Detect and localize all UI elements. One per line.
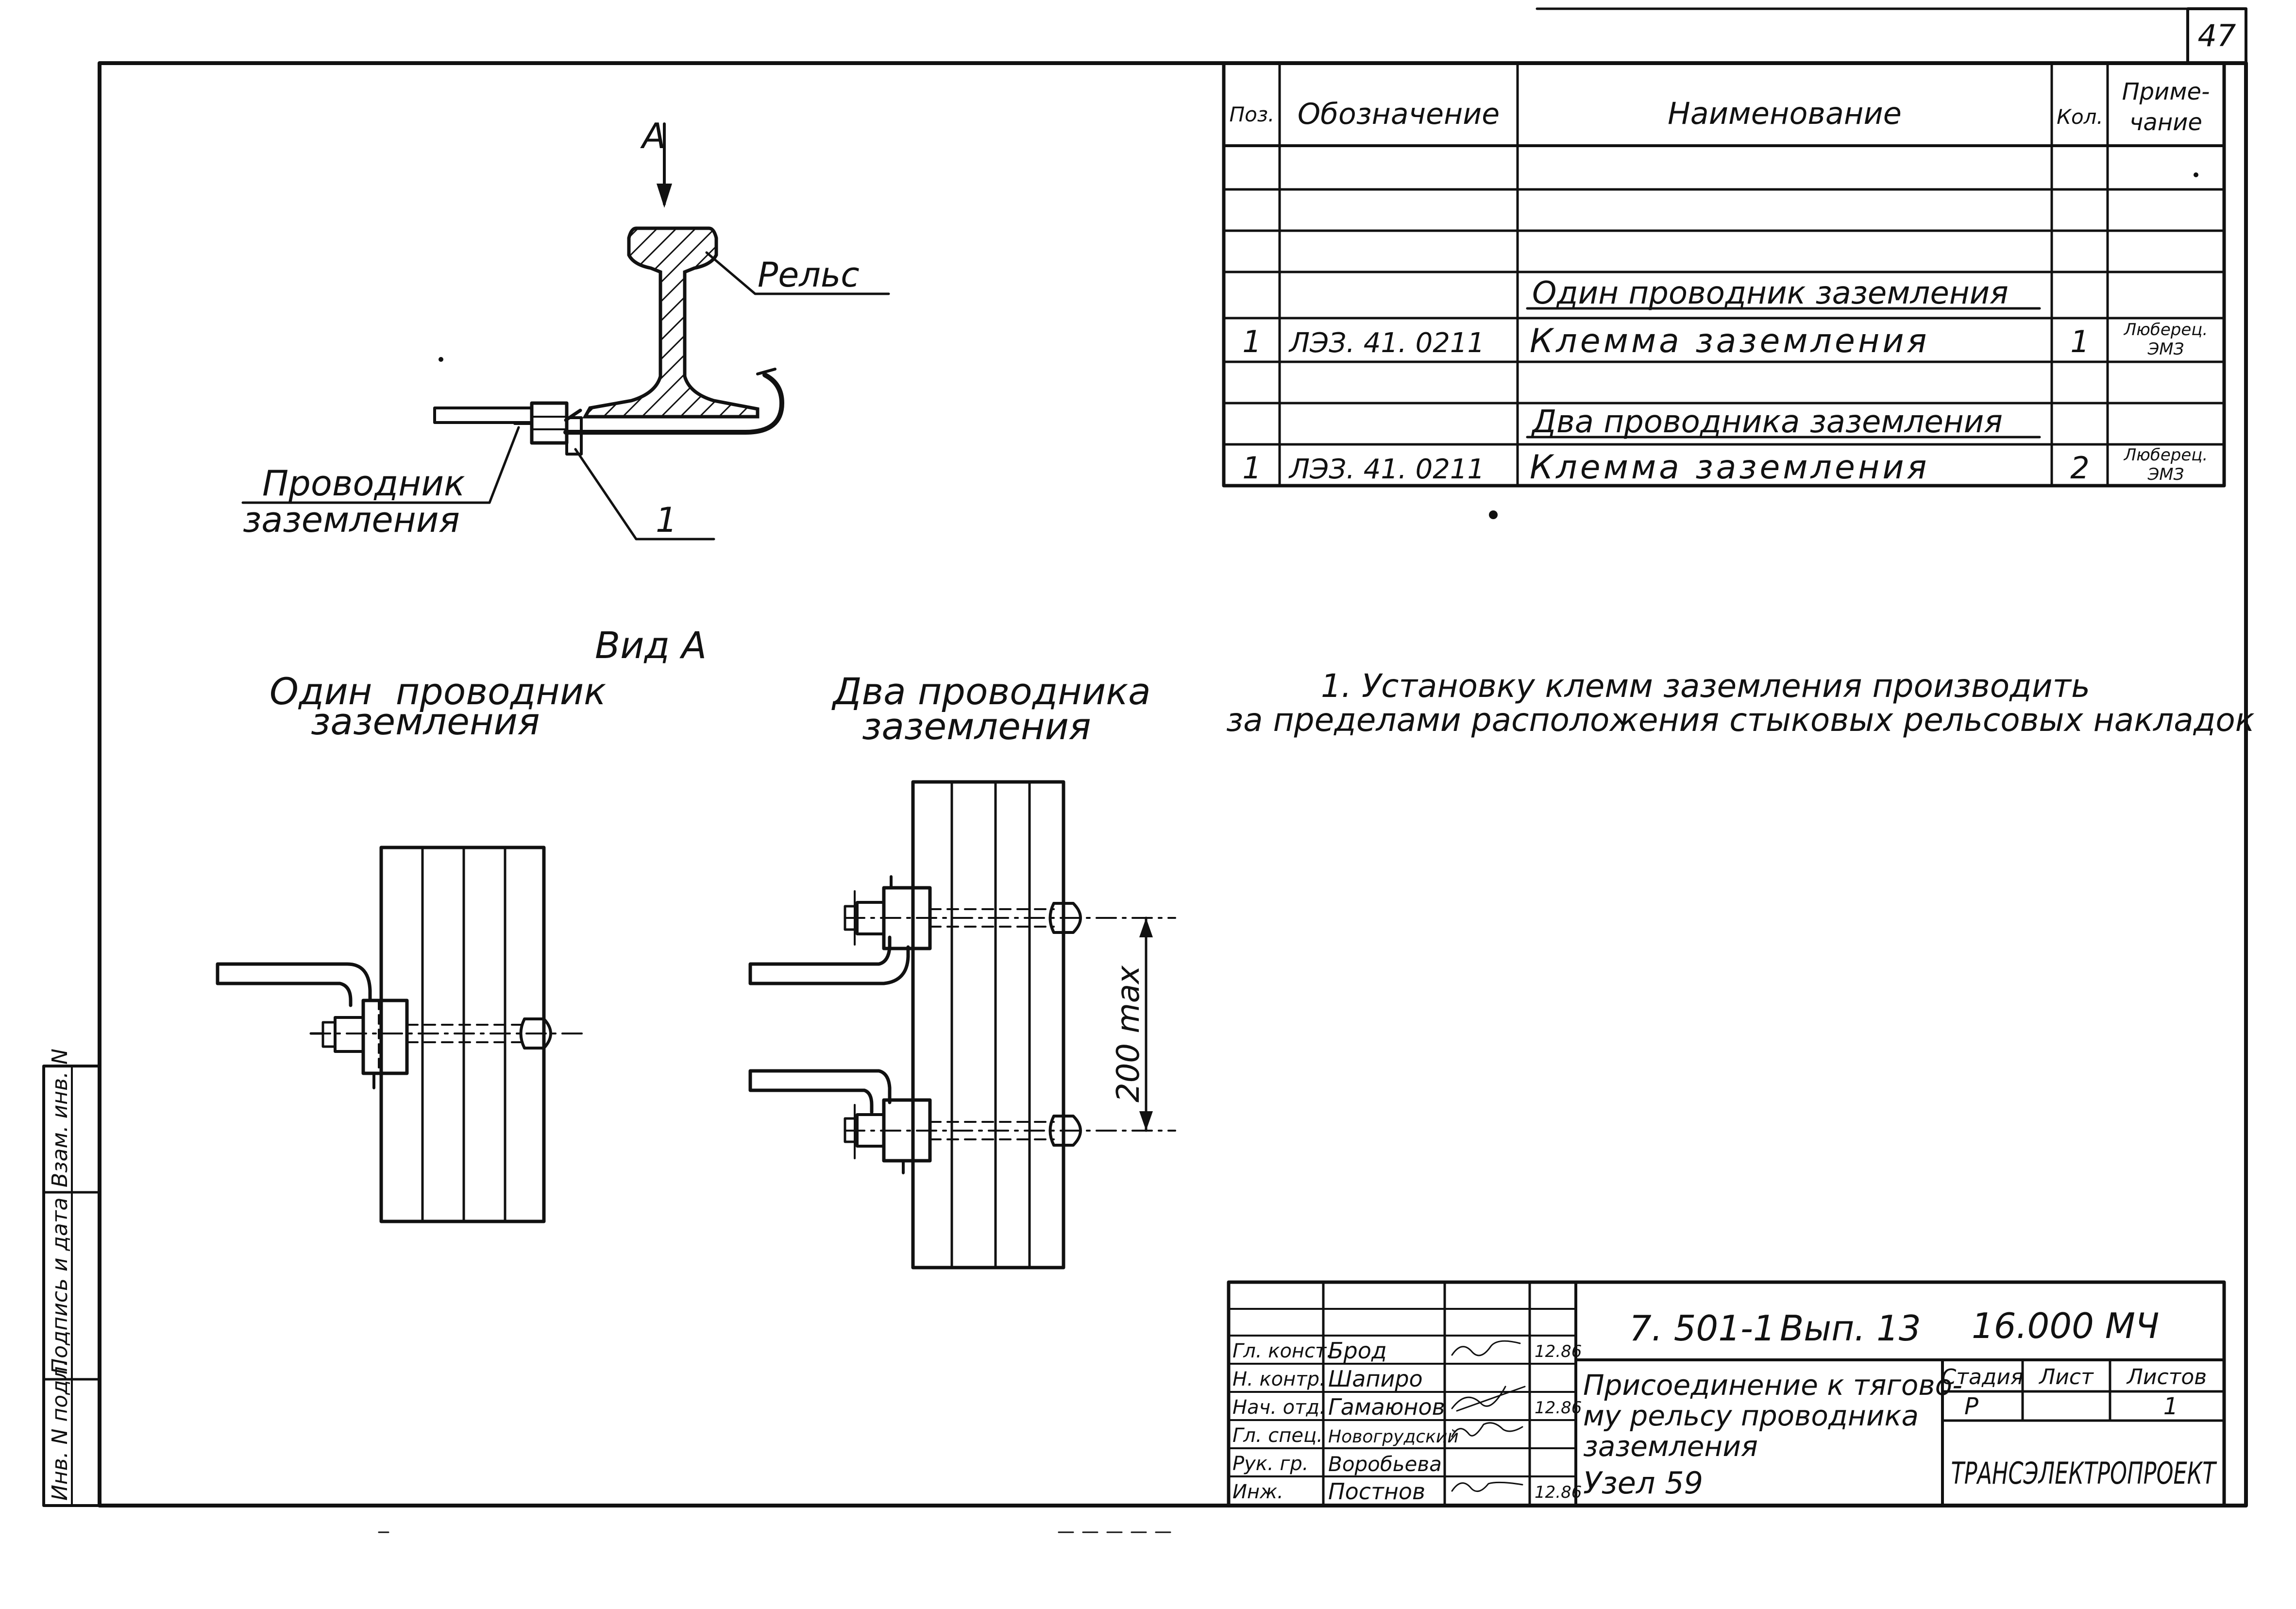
row1-designation: ЛЭЗ. 41. 0211 [1288,327,1485,359]
view-arrow-label: А [640,116,666,156]
view-a-title: Вид А [595,624,707,667]
sig4-name: Новогрудский [1328,1427,1459,1447]
scan-specks [378,172,2198,1533]
header-name: Наименование [1668,96,1902,131]
row2-note-line2: ЭМЗ [2147,465,2184,484]
title-line1: Присоединение к тягово- [1583,1369,1962,1402]
header-designation: Обозначение [1298,97,1500,131]
row1-note-line2: ЭМЗ [2147,339,2184,359]
title-line3: заземления [1583,1430,1758,1463]
header-qty: Кол. [2057,105,2103,129]
side-stamp-inv-number: Инв. N подл. [48,1359,72,1501]
header-pos: Поз. [1230,102,1275,126]
sig1-date: 12.86 [1535,1342,1582,1361]
sig5-role: Рук. гр. [1232,1453,1309,1475]
sig5-name: Воробьева [1328,1452,1442,1476]
sig2-name: Шапиро [1328,1366,1423,1392]
node-label: Узел 59 [1583,1465,1703,1501]
row1-name: Клемма заземления [1530,322,1929,360]
side-stamp-replace-inv: Взам. инв. N [48,1049,72,1187]
double-conductor-caption-line1: Два проводника [831,670,1151,713]
conductor-label-line1: Проводник [262,463,465,504]
sig6-role: Инж. [1232,1481,1283,1503]
sig1-role: Гл. конст. [1232,1340,1333,1362]
sig3-role: Нач. отд. [1232,1396,1326,1419]
sig6-date: 12.86 [1535,1483,1582,1502]
single-conductor-caption-line1: Один проводник [270,670,606,713]
row2-qty: 2 [2070,450,2089,486]
stage-header: Стадия [1941,1365,2024,1389]
rail-label: Рельс [758,255,860,295]
row1-note-line1: Люберец. [2123,320,2208,339]
organization-name: ТРАНСЭЛЕКТРОПРОЕКТ [1951,1456,2217,1491]
doc-mark-code: 16.000 МЧ [1972,1305,2159,1346]
note-line2: за пределами расположения стыковых рельс… [1226,701,2255,739]
sig6-name: Постнов [1328,1478,1425,1505]
double-conductor-caption-line2: заземления [862,705,1091,748]
single-conductor-view [216,846,589,1223]
dimension-label: 200 max [1111,965,1147,1102]
view-arrow-icon [657,184,672,208]
sig1-name: Брод [1328,1338,1387,1364]
section1-title: Один проводник заземления [1532,275,2009,311]
sig3-date: 12.86 [1535,1398,1582,1418]
sig3-name: Гамаюнов [1328,1394,1445,1420]
double-conductor-view: 200 max [748,780,1176,1270]
title-line2: му рельсу проводника [1583,1399,1919,1432]
stage-value: Р [1964,1393,1978,1420]
sheets-header: Листов [2126,1365,2207,1389]
rail-section-view: А Рельс Проводник заземления 1 [241,116,890,541]
single-conductor-caption-line2: заземления [311,700,540,743]
sheet-number: 47 [2198,18,2236,53]
sig2-role: Н. контр. [1232,1368,1326,1390]
header-note-line2: чание [2129,109,2202,136]
row1-pos: 1 [1242,324,1261,359]
row2-pos: 1 [1242,450,1261,486]
side-stamp-signature-date: Подпись и дата [48,1198,72,1374]
spec-table [1222,61,2226,488]
rail-profile [582,226,760,419]
title-block [1227,1280,2226,1507]
sheets-value: 1 [2163,1393,2178,1420]
doc-code: 7. 501-1 [1629,1308,1775,1349]
doc-issue: Вып. 13 [1780,1308,1921,1349]
sheet-header: Лист [2038,1365,2094,1389]
row2-name: Клемма заземления [1530,448,1929,487]
row2-note-line1: Люберец. [2123,445,2208,465]
sig4-role: Гл. спец. [1232,1424,1323,1447]
note-line1: 1. Установку клемм заземления производит… [1321,667,2090,705]
position-label: 1 [656,500,677,540]
side-stamp: Инв. N подл. Подпись и дата Взам. инв. N [42,1049,101,1507]
row2-designation: ЛЭЗ. 41. 0211 [1288,454,1485,485]
row1-qty: 1 [2070,324,2089,359]
conductor-label-line2: заземления [243,499,460,540]
section2-title: Два проводника заземления [1531,404,2003,440]
header-note-line1: Приме- [2122,78,2210,105]
